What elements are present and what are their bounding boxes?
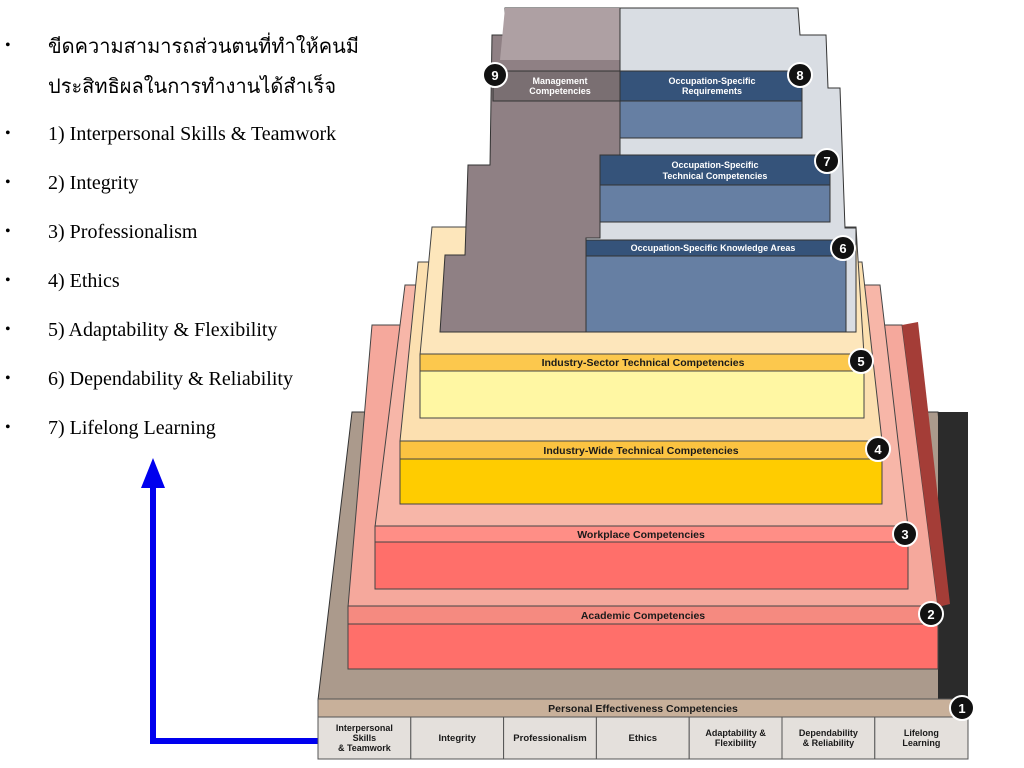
tier-8-body [619,100,803,139]
tier-9-top [500,8,620,60]
bullet-text: 7) Lifelong Learning [48,417,216,439]
tier-2-shadow [902,322,950,607]
base-cell-text: & Reliability [803,738,855,748]
tier-7-badge [814,148,840,174]
bullet-dot: • [5,174,11,191]
bullet-text: 6) Dependability & Reliability [48,368,293,390]
base-cell [317,716,412,760]
tier-6-8: Occupation-Specific Requirements Occupat… [585,7,857,333]
tier-7-body [599,184,831,223]
tier-9-label-band [492,70,621,102]
bullet-text: ประสิทธิผลในการทำงานได้สำเร็จ [48,76,337,98]
base-cell-text: Professionalism [513,733,586,744]
base-cell-text: Ethics [629,733,658,744]
tier-3-label: Workplace Competencies [577,529,705,541]
tier-3-body [374,541,909,590]
tier-9: Management Competencies [439,7,621,333]
bullet-text: 3) Professionalism [48,221,198,243]
tier-4-body [399,458,883,505]
tier-8-badge [787,62,813,88]
base-cell-text: Learning [902,738,940,748]
bullet-dot: • [5,370,11,387]
base-cell [874,716,969,760]
tier-8-label: Occupation-Specific [668,76,755,86]
blue-arrow [141,458,318,744]
tier-2-body [347,623,939,670]
base-cell [410,716,505,760]
base-cell [688,716,783,760]
tier-2-badge [918,601,944,627]
bullet-dot: • [5,272,11,289]
tier-5-body [419,370,865,419]
bullet-dot: • [5,321,11,338]
base-cell-text: Flexibility [715,738,757,748]
tier-4-number: 4 [874,442,882,457]
tier-1-number: 1 [958,701,965,716]
bullet-dot: • [5,125,11,142]
tier-6-badge [830,235,856,261]
arrow-line [150,486,318,744]
bullet-dot: • [5,37,11,54]
bullet-text: ขีดความสามารถส่วนตนที่ทำให้คนมี [48,36,359,58]
tier-9-badge [482,62,508,88]
tier-2-number: 2 [927,607,934,622]
bullet-text: 2) Integrity [48,172,139,194]
tier-6-body [585,255,847,333]
base-cell-text: Integrity [438,733,476,744]
tier-8-number: 8 [796,68,803,83]
bullet-text: 1) Interpersonal Skills & Teamwork [48,123,337,145]
base-cell-text: Dependability [799,728,858,738]
tier-7-number: 7 [823,154,830,169]
bullet-text: 5) Adaptability & Flexibility [48,319,278,341]
tier-2-label: Academic Competencies [581,610,705,622]
base-cell-text: Interpersonal [336,723,393,733]
tier-1-label: Personal Effectiveness Competencies [548,703,738,715]
tier-6-number: 6 [839,241,846,256]
tier-9-number: 9 [491,68,498,83]
tier-8-label: Requirements [682,86,742,96]
arrow-head [141,458,165,488]
bullet-dot: • [5,419,11,436]
base-cell-text: Lifelong [904,728,939,738]
bullet-text: 4) Ethics [48,270,120,292]
tier-4-label: Industry-Wide Technical Competencies [543,445,738,457]
tier-3-number: 3 [901,527,908,542]
base-cell-text: Skills [353,733,377,743]
tier-9-label: Competencies [529,86,591,96]
tier-8-label-band [619,70,803,102]
tier-1-badge [949,695,975,721]
tier-7-label: Technical Competencies [663,171,768,181]
tier-badges: 1 2 3 4 5 6 7 8 9 [482,62,975,721]
bullet-list: • ขีดความสามารถส่วนตนที่ทำให้คนมี ประสิทธ… [0,0,420,470]
tier-3-badge [892,521,918,547]
tier-4-badge [865,436,891,462]
tier-5-label: Industry-Sector Technical Competencies [542,357,745,369]
tier-6-label: Occupation-Specific Knowledge Areas [631,243,796,253]
base-cell-text: Adaptability & [705,728,766,738]
tier-5-badge [848,348,874,374]
tier-7-label: Occupation-Specific [671,160,758,170]
base-cells: Interpersonal Skills & Teamwork Integrit… [317,716,969,760]
bullet-dot: • [5,223,11,240]
tier-5-number: 5 [857,354,864,369]
base-cell-text: & Teamwork [338,743,392,753]
tier-9-label: Management [532,76,587,86]
